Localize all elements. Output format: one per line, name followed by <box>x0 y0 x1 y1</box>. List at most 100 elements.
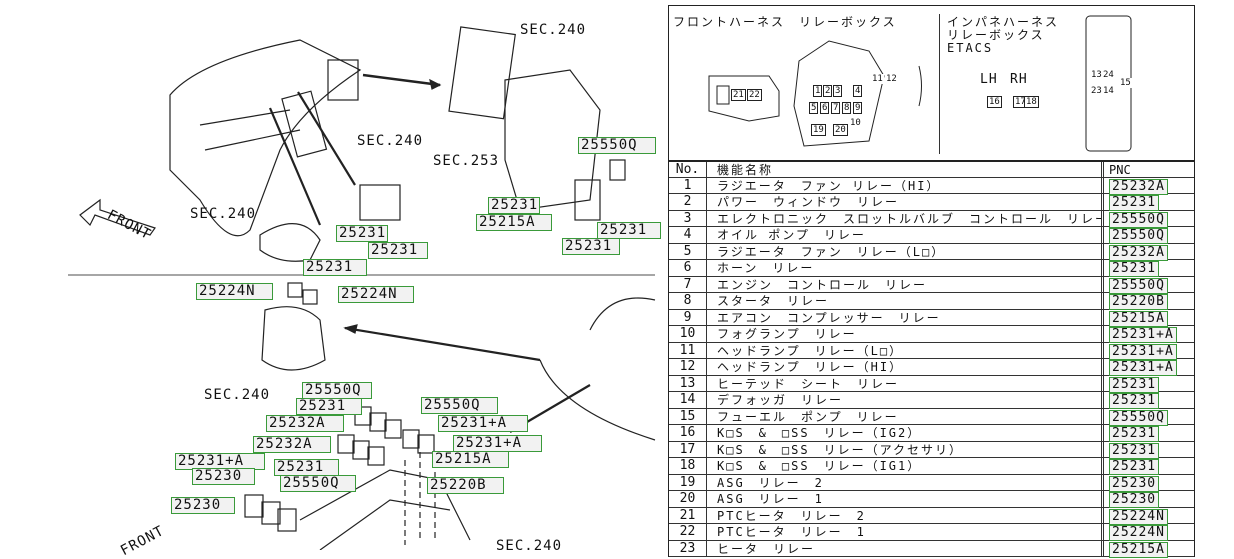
pnc-link[interactable]: 25231+A <box>1109 360 1177 376</box>
pnc-link[interactable]: 25232A <box>1109 178 1168 195</box>
part-label-25231[interactable]: 25231 <box>562 238 620 255</box>
part-label-25550Q[interactable]: 25550Q <box>280 475 356 492</box>
row-no: 19 <box>669 474 707 490</box>
row-no: 1 <box>669 177 707 193</box>
part-label-25231[interactable]: 25231 <box>274 459 339 476</box>
part-label-25232A[interactable]: 25232A <box>253 436 331 453</box>
slot-21: 21 <box>731 89 746 101</box>
row-no: 23 <box>669 540 707 556</box>
row-name: エンジン コントロール リレー <box>707 276 1104 292</box>
part-label-25215A[interactable]: 25215A <box>476 214 552 231</box>
slot-10: 10 <box>849 118 862 128</box>
row-name: デフォッガ リレー <box>707 392 1104 408</box>
exploded-parts-diagram <box>68 26 656 550</box>
row-no: 2 <box>669 194 707 210</box>
part-label-25230[interactable]: 25230 <box>192 468 255 485</box>
slot-1: 1 <box>813 85 823 97</box>
pnc-link[interactable]: 25231 <box>1109 426 1160 442</box>
divider <box>939 14 940 154</box>
row-no: 5 <box>669 243 707 259</box>
row-no: 10 <box>669 326 707 342</box>
row-no: 6 <box>669 260 707 276</box>
slot-12: 12 <box>885 74 898 84</box>
part-label-25231[interactable]: 25231 <box>368 242 428 259</box>
row-no: 8 <box>669 293 707 309</box>
pnc-link[interactable]: 25231 <box>1109 393 1160 409</box>
pnc-link[interactable]: 25230 <box>1109 492 1160 508</box>
pnc-link[interactable]: 25231+A <box>1109 343 1177 360</box>
pnc-link[interactable]: 25550Q <box>1109 277 1168 294</box>
row-name: K□S & □SS リレー（IG1） <box>707 458 1104 474</box>
pnc-link[interactable]: 25231 <box>1109 459 1160 475</box>
pnc-link[interactable]: 25231 <box>1109 195 1160 211</box>
slot-20: 20 <box>833 124 848 136</box>
row-name: ヒータ リレー <box>707 540 1104 556</box>
pnc-link[interactable]: 25224N <box>1109 525 1168 541</box>
part-label-25232A[interactable]: 25232A <box>266 415 344 432</box>
part-label-25231[interactable]: 25231 <box>597 222 661 239</box>
part-label-25231-plus-a[interactable]: 25231+A <box>438 415 528 432</box>
sec-240-label: SEC.240 <box>520 22 587 38</box>
pnc-link[interactable]: 25550Q <box>1109 409 1168 426</box>
row-no: 12 <box>669 359 707 375</box>
slot-18: 18 <box>1024 96 1039 108</box>
slot-4: 4 <box>853 85 863 97</box>
part-label-25215A[interactable]: 25215A <box>432 451 509 468</box>
slot-19: 19 <box>811 124 826 136</box>
row-name: フューエル ポンプ リレー <box>707 408 1104 424</box>
row-name: ヘッドランプ リレー（L□） <box>707 342 1104 358</box>
header-pnc: PNC <box>1109 163 1131 177</box>
pnc-link[interactable]: 25550Q <box>1109 228 1168 244</box>
row-no: 17 <box>669 441 707 457</box>
slot-24: 24 <box>1102 70 1115 80</box>
row-name: エレクトロニック スロットルバルブ コントロール リレー <box>707 210 1104 226</box>
pnc-link[interactable]: 25550Q <box>1109 211 1168 228</box>
part-label-25231[interactable]: 25231 <box>488 197 540 214</box>
pnc-link[interactable]: 25230 <box>1109 475 1160 492</box>
sec-253-label: SEC.253 <box>433 153 500 169</box>
row-no: 9 <box>669 309 707 325</box>
row-name: K□S & □SS リレー（アクセサリ） <box>707 441 1104 457</box>
row-name: ラジエータ ファン リレー（L□） <box>707 243 1104 259</box>
row-no: 22 <box>669 524 707 540</box>
part-label-25550Q[interactable]: 25550Q <box>302 382 372 399</box>
part-label-25550Q[interactable]: 25550Q <box>421 397 498 414</box>
part-label-25231-plus-a[interactable]: 25231+A <box>453 435 542 452</box>
pnc-link[interactable]: 25231 <box>1109 376 1160 393</box>
pnc-link[interactable]: 25220B <box>1109 294 1168 310</box>
row-no: 7 <box>669 276 707 292</box>
lh-label: LH <box>980 72 998 87</box>
sec-240-label: SEC.240 <box>190 206 257 222</box>
slot-2: 2 <box>823 85 833 97</box>
pnc-link[interactable]: 25231 <box>1109 442 1160 459</box>
relay-box-legend: フロントハーネス リレーボックス インパネハーネス リレーボックス ETACS … <box>668 5 1195 161</box>
part-label-25550Q[interactable]: 25550Q <box>578 137 656 154</box>
pnc-link[interactable]: 25224N <box>1109 508 1168 525</box>
pnc-link[interactable]: 25231 <box>1109 261 1160 277</box>
part-label-25220B[interactable]: 25220B <box>427 477 504 494</box>
part-label-25231[interactable]: 25231 <box>336 225 388 242</box>
part-label-25231[interactable]: 25231 <box>296 398 362 415</box>
pnc-link[interactable]: 25215A <box>1109 310 1168 327</box>
part-label-25230[interactable]: 25230 <box>171 497 235 514</box>
row-name: フォグランプ リレー <box>707 326 1104 342</box>
part-label-25224N[interactable]: 25224N <box>196 283 273 300</box>
slot-8: 8 <box>842 102 852 114</box>
table-header: No. 機能名称 PNC <box>669 161 1194 178</box>
slot-22: 22 <box>747 89 762 101</box>
relay-box-drawings <box>708 15 1132 152</box>
row-no: 14 <box>669 392 707 408</box>
sec-240-label: SEC.240 <box>496 538 563 554</box>
part-label-25224N[interactable]: 25224N <box>338 286 414 303</box>
part-label-25231[interactable]: 25231 <box>303 259 367 276</box>
pnc-link[interactable]: 25232A <box>1109 244 1168 261</box>
row-no: 16 <box>669 425 707 441</box>
pnc-link[interactable]: 25231+A <box>1109 327 1177 343</box>
